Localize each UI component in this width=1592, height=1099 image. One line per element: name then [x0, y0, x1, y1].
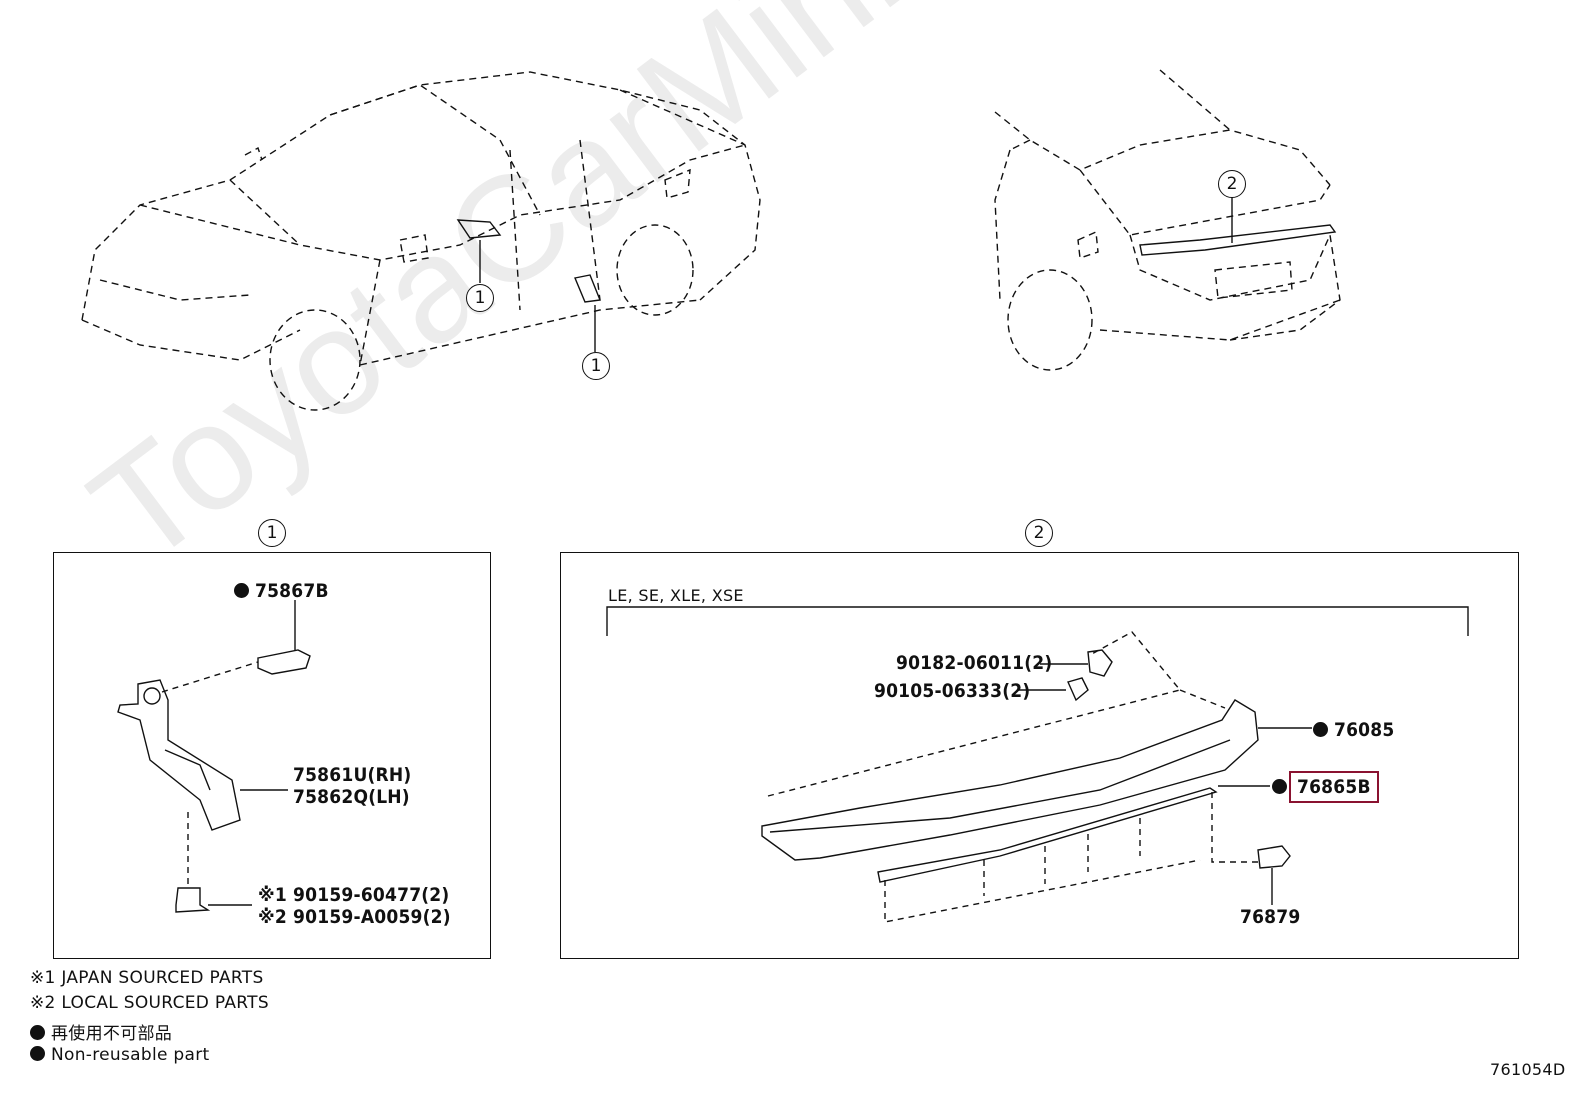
bolt-90159-a0059[interactable]: ※2 90159-A0059(2) [258, 906, 451, 928]
callout-2-rear[interactable]: 2 [1218, 170, 1246, 198]
legend-japan-sourced: ※1 JAPAN SOURCED PARTS [30, 968, 264, 988]
front-car-view [81, 71, 761, 411]
legend-non-reusable-jp: 再使用不可部品 [30, 1019, 172, 1044]
diagram-code: 761054D [1490, 1060, 1566, 1079]
part-76865b[interactable]: 76865B [1272, 771, 1379, 803]
non-reusable-dot-icon [30, 1046, 45, 1061]
bolt-90159-60477[interactable]: ※1 90159-60477(2) [258, 884, 450, 906]
variant-label: LE, SE, XLE, XSE [608, 586, 744, 605]
non-reusable-dot-icon [1313, 722, 1328, 737]
rear-spoiler-part [1139, 196, 1337, 256]
callout-1-front-upper[interactable]: 1 [466, 284, 494, 312]
highlighted-part-number: 76865B [1289, 771, 1379, 803]
detail-panel-2 [560, 552, 1519, 959]
rear-car-view [994, 69, 1341, 371]
section-2-marker: 2 [1025, 519, 1053, 547]
non-reusable-dot-icon [234, 583, 249, 598]
legend-local-sourced: ※2 LOCAL SOURCED PARTS [30, 993, 269, 1013]
door-striker-parts [456, 219, 601, 352]
section-1-marker: 1 [258, 519, 286, 547]
part-75861u-rh[interactable]: 75861U(RH) [293, 764, 412, 786]
part-75867b[interactable]: 75867B [234, 580, 329, 602]
part-90182-06011[interactable]: 90182-06011(2) [896, 652, 1053, 674]
callout-1-front-lower[interactable]: 1 [582, 352, 610, 380]
part-90105-06333[interactable]: 90105-06333(2) [874, 680, 1031, 702]
part-76879[interactable]: 76879 [1240, 906, 1301, 928]
part-76085[interactable]: 76085 [1313, 719, 1394, 741]
detail-panel-1 [53, 552, 491, 959]
non-reusable-dot-icon [30, 1025, 45, 1040]
legend-non-reusable-en: Non-reusable part [30, 1045, 210, 1065]
part-75862q-lh[interactable]: 75862Q(LH) [293, 786, 410, 808]
non-reusable-dot-icon [1272, 779, 1287, 794]
